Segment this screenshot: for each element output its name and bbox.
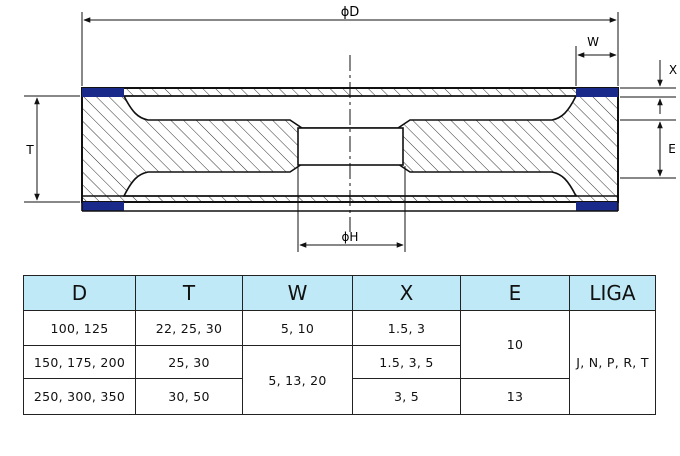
e-label: E xyxy=(668,142,676,156)
cell-x: 3, 5 xyxy=(352,378,461,415)
cell-e: 10 xyxy=(460,310,570,379)
x-label: X xyxy=(669,63,677,77)
abrasive-layer-bottom-left xyxy=(82,202,124,211)
table-header-row: D T W X E LIGA xyxy=(23,275,656,311)
header-liga: LIGA xyxy=(569,275,656,311)
cell-t: 22, 25, 30 xyxy=(135,310,243,346)
header-t: T xyxy=(135,275,243,311)
cell-w: 5, 10 xyxy=(242,310,353,346)
spec-table: D T W X E LIGA 100, 125 22, 25, 30 5, 10… xyxy=(23,275,656,415)
cell-d: 150, 175, 200 xyxy=(23,345,136,379)
header-d: D xyxy=(23,275,136,311)
abrasive-layer-top-right xyxy=(576,88,618,97)
t-label: T xyxy=(25,143,34,157)
w-label: W xyxy=(587,35,599,49)
table-row: 150, 175, 200 25, 30 5, 13, 20 1.5, 3, 5 xyxy=(23,345,656,415)
header-e: E xyxy=(460,275,570,311)
table-row: 100, 125 22, 25, 30 5, 10 1.5, 3 10 J, N… xyxy=(23,310,656,415)
cell-t: 25, 30 xyxy=(135,345,243,379)
cell-x: 1.5, 3, 5 xyxy=(352,345,461,379)
cell-x: 1.5, 3 xyxy=(352,310,461,346)
cell-w: 5, 13, 20 xyxy=(242,345,353,415)
cell-liga: J, N, P, R, T xyxy=(569,310,656,415)
wheel-section-drawing: ϕD W X E T ϕH xyxy=(24,5,677,252)
h-label: ϕH xyxy=(342,230,359,244)
header-x: X xyxy=(352,275,461,311)
cell-d: 250, 300, 350 xyxy=(23,378,136,415)
d-label: ϕD xyxy=(341,5,360,20)
abrasive-layer-bottom-right xyxy=(576,202,618,211)
abrasive-layer-top-left xyxy=(82,88,124,97)
cell-e: 13 xyxy=(460,378,570,415)
cell-d: 100, 125 xyxy=(23,310,136,346)
header-w: W xyxy=(242,275,353,311)
cell-t: 30, 50 xyxy=(135,378,243,415)
table-row: 250, 300, 350 30, 50 13 xyxy=(23,378,656,415)
